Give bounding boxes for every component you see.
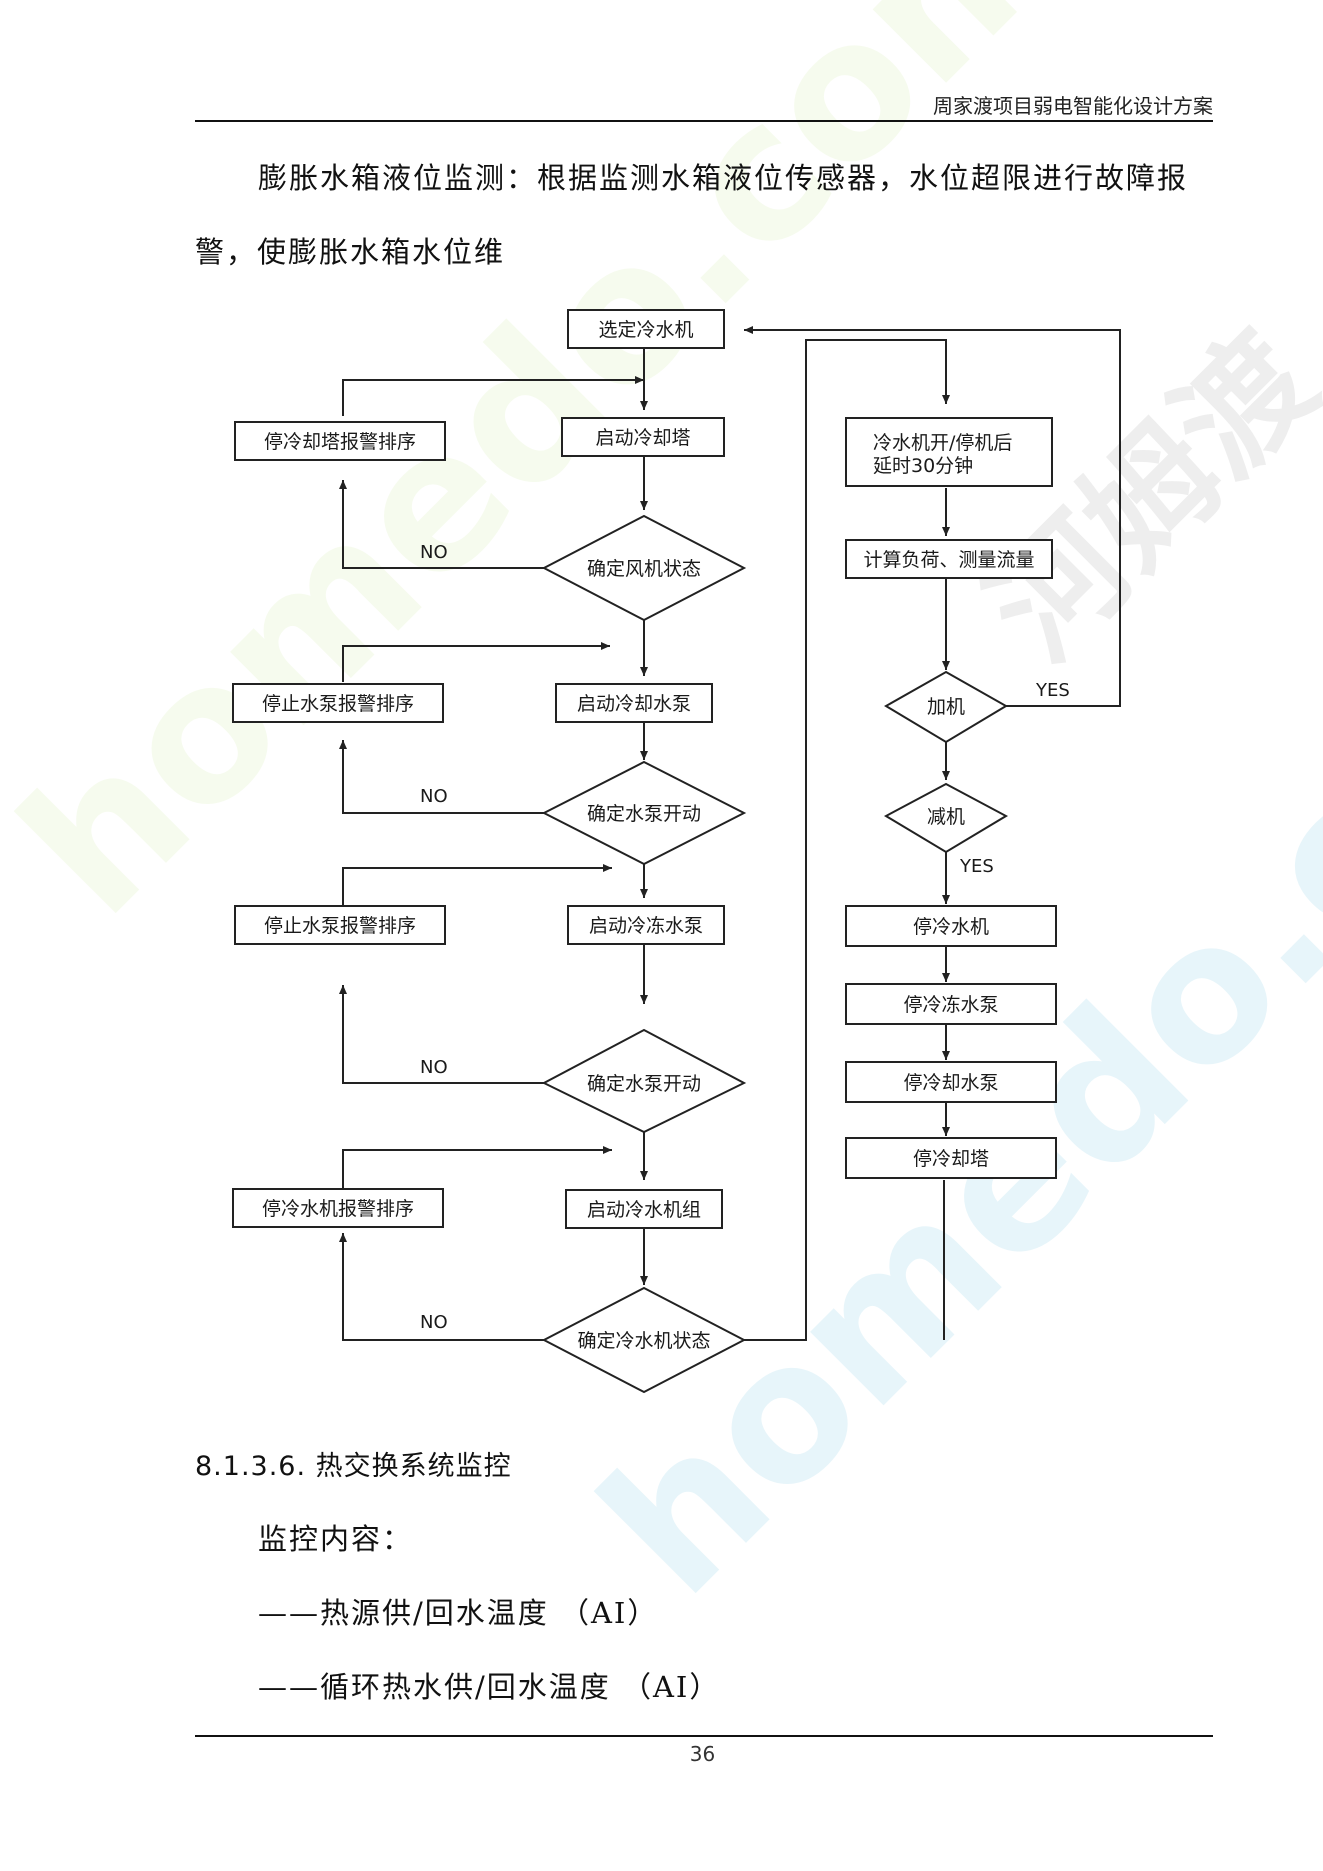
box-delay-30min: 冷水机开/停机后 延时30分钟 <box>845 417 1053 487</box>
label-stop-tower-alarm: 停冷却塔报警排序 <box>264 431 416 453</box>
return-pump-alarm-1 <box>342 642 610 682</box>
box-start-chilled-pump: 启动冷冻水泵 <box>567 905 725 945</box>
label-reduce-unit: 减机 <box>927 806 965 828</box>
return-chiller-alarm <box>342 1146 612 1189</box>
label-no-pump-1: NO <box>420 786 448 807</box>
label-yes-add: YES <box>1035 680 1070 701</box>
box-stop-tower-alarm: 停冷却塔报警排序 <box>234 421 446 461</box>
diamond-confirm-chiller-status: 确定冷水机状态 <box>541 1286 747 1394</box>
box-stop-cooling-pump: 停冷却水泵 <box>845 1061 1057 1103</box>
return-tower-alarm <box>342 376 644 416</box>
section-heading: 8.1.3.6. 热交换系统监控 <box>195 1451 512 1482</box>
label-confirm-chiller-status: 确定冷水机状态 <box>577 1330 710 1352</box>
label-start-chiller-unit: 启动冷水机组 <box>587 1199 701 1221</box>
header-title: 周家渡项目弱电智能化设计方案 <box>933 94 1213 118</box>
diamond-confirm-pump-1: 确定水泵开动 <box>541 760 747 866</box>
box-start-cooling-tower: 启动冷却塔 <box>561 417 725 457</box>
label-stop-chilled-pump: 停冷冻水泵 <box>903 994 998 1016</box>
no-branch-pump-1 <box>339 740 544 814</box>
label-no-fan: NO <box>420 542 448 563</box>
intro-line-1: 膨胀水箱液位监测：根据监测水箱液位传感器，水位超限进行故障报 <box>258 161 1189 195</box>
box-calc-load: 计算负荷、测量流量 <box>845 539 1053 579</box>
label-start-chilled-pump: 启动冷冻水泵 <box>589 915 703 937</box>
diamond-confirm-fan-status: 确定风机状态 <box>541 514 747 622</box>
diamond-confirm-pump-2: 确定水泵开动 <box>541 1028 747 1134</box>
label-select-chiller: 选定冷水机 <box>598 319 693 341</box>
label-stop-chiller-alarm: 停冷水机报警排序 <box>262 1198 414 1220</box>
label-start-cooling-pump: 启动冷却水泵 <box>577 693 691 715</box>
loop-to-delay <box>744 339 950 1341</box>
no-branch-chiller <box>339 1233 544 1341</box>
diamond-add-unit: 加机 <box>884 670 1008 744</box>
label-stop-pump-alarm-2: 停止水泵报警排序 <box>264 915 416 937</box>
box-stop-chilled-pump: 停冷冻水泵 <box>845 983 1057 1025</box>
box-stop-pump-alarm-2: 停止水泵报警排序 <box>234 905 446 945</box>
box-start-cooling-pump: 启动冷却水泵 <box>555 683 713 723</box>
label-delay-line-1: 冷水机开/停机后 <box>873 432 1012 454</box>
label-no-chiller: NO <box>420 1312 448 1333</box>
label-stop-chiller: 停冷水机 <box>913 916 989 938</box>
box-stop-chiller-alarm: 停冷水机报警排序 <box>232 1188 444 1228</box>
label-confirm-pump-2: 确定水泵开动 <box>587 1073 701 1095</box>
label-confirm-fan-status: 确定风机状态 <box>587 558 701 580</box>
section-intro: 监控内容： <box>258 1522 414 1556</box>
label-start-cooling-tower: 启动冷却塔 <box>595 427 690 449</box>
no-branch-fan <box>339 480 544 569</box>
intro-line-2: 警，使膨胀水箱水位维 <box>195 235 506 269</box>
chiller-control-flowchart: 选定冷水机 启动冷却塔 确定风机状态 停冷却塔报警排序 NO 启动冷却水泵 确定… <box>232 309 1121 1394</box>
label-stop-pump-alarm-1: 停止水泵报警排序 <box>262 693 414 715</box>
label-no-pump-2: NO <box>420 1057 448 1078</box>
label-confirm-pump-1: 确定水泵开动 <box>587 803 701 825</box>
page-number: 36 <box>689 1742 716 1766</box>
header-divider <box>195 120 1213 122</box>
label-add-unit: 加机 <box>927 696 965 718</box>
footer-divider <box>195 1735 1213 1737</box>
box-stop-cooling-tower: 停冷却塔 <box>845 1137 1057 1179</box>
diamond-reduce-unit: 减机 <box>883 782 1009 854</box>
label-delay-line-2: 延时30分钟 <box>873 455 973 477</box>
box-stop-chiller: 停冷水机 <box>845 905 1057 947</box>
monitor-item-2: ——循环热水供/回水温度 （AI） <box>258 1670 721 1704</box>
box-select-chiller: 选定冷水机 <box>567 309 725 349</box>
yes-branch-add <box>744 326 1121 707</box>
box-start-chiller-unit: 启动冷水机组 <box>565 1189 723 1229</box>
label-calc-load: 计算负荷、测量流量 <box>863 549 1034 571</box>
return-pump-alarm-2 <box>342 864 612 905</box>
label-yes-reduce: YES <box>959 856 994 877</box>
box-stop-pump-alarm-1: 停止水泵报警排序 <box>232 683 444 723</box>
monitor-item-1: ——热源供/回水温度 （AI） <box>258 1596 659 1630</box>
label-stop-cooling-tower: 停冷却塔 <box>913 1148 989 1170</box>
label-stop-cooling-pump: 停冷却水泵 <box>903 1072 998 1094</box>
no-branch-pump-2 <box>339 985 544 1084</box>
